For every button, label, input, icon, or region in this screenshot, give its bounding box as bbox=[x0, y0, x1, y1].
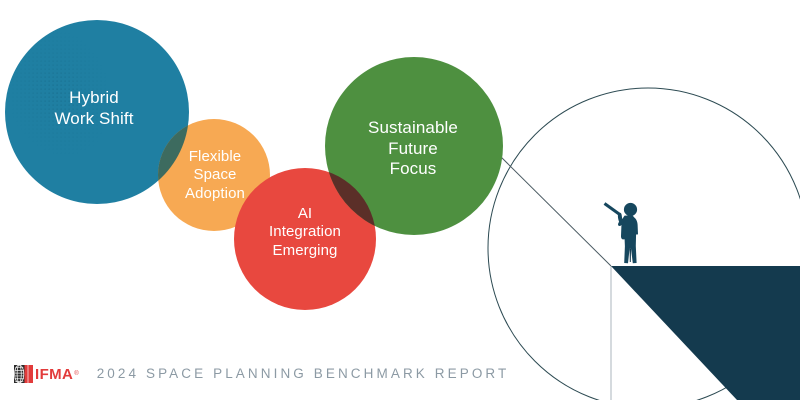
cliff-wedge bbox=[611, 266, 800, 400]
ifma-globe-mark-icon bbox=[14, 364, 33, 384]
report-title: 2024 SPACE PLANNING BENCHMARK REPORT bbox=[96, 366, 510, 382]
footer: IFMA ® 2024 SPACE PLANNING BENCHMARK REP… bbox=[14, 361, 509, 387]
slope-line bbox=[495, 151, 612, 267]
ifma-wordmark: IFMA bbox=[35, 365, 74, 383]
bubble-flexible-space-adoption bbox=[158, 119, 270, 231]
ifma-trademark-symbol: ® bbox=[74, 371, 79, 377]
horizon-arc-group bbox=[487, 87, 800, 400]
person-with-telescope-icon bbox=[603, 202, 638, 264]
ifma-logo: IFMA ® bbox=[14, 364, 79, 384]
horizon-arc-circle bbox=[487, 87, 800, 400]
bubble-ai-integration-emerging bbox=[234, 168, 376, 310]
